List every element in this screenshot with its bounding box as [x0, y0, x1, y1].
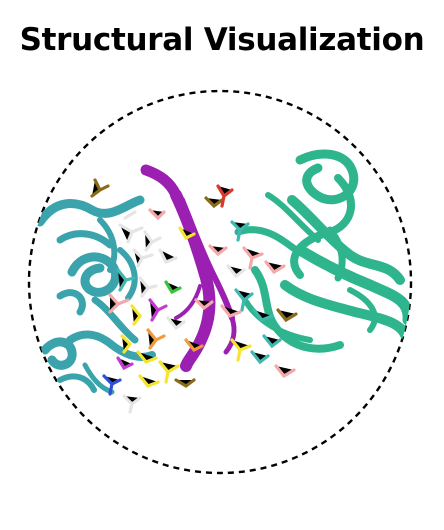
figure-title: Structural Visualization: [19, 22, 425, 58]
protein-right-domain: [234, 149, 411, 353]
side-chain-sticks: [90, 178, 298, 414]
protein-left-domain: [35, 195, 156, 395]
dashed-circle-outline: [27, 89, 413, 475]
